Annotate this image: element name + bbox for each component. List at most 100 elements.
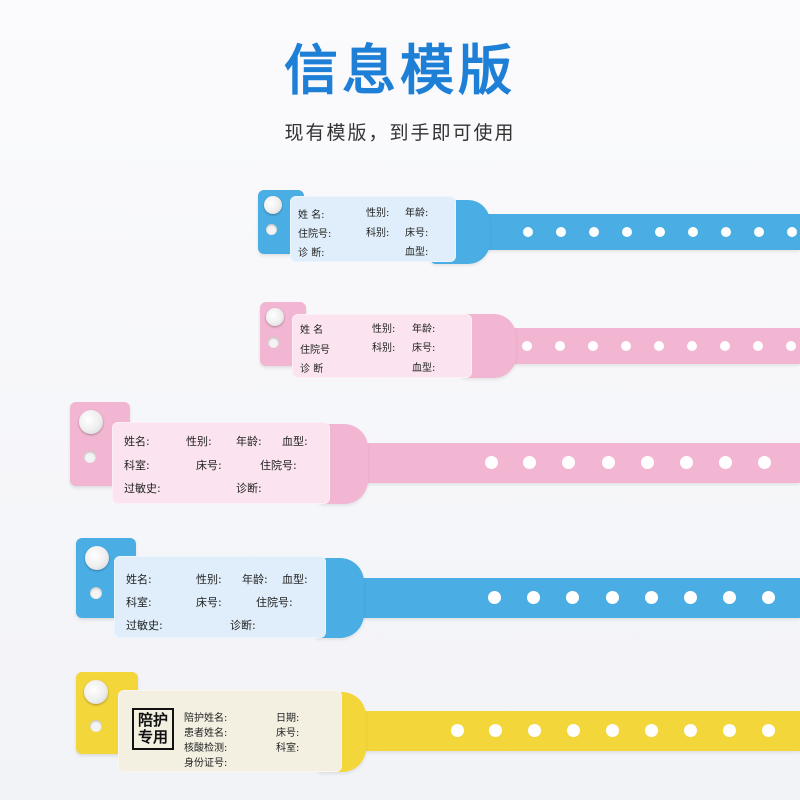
wristband-strap	[470, 328, 800, 364]
strap-hole	[485, 456, 498, 469]
strap-hole	[753, 341, 763, 351]
field-age: 年龄:	[405, 208, 429, 219]
strap-hole	[566, 591, 579, 604]
field-bed: 床号:	[196, 459, 222, 472]
strap-hole	[762, 591, 775, 604]
strap-hole	[641, 456, 654, 469]
strap-hole	[754, 227, 764, 237]
strap-hole	[786, 341, 796, 351]
field-blood: 血型:	[282, 435, 308, 448]
field-gender: 性别:	[366, 208, 390, 219]
strap-hole	[602, 456, 615, 469]
strap-hole	[684, 591, 697, 604]
strap-hole	[654, 341, 664, 351]
strap-hole	[451, 724, 464, 737]
field-allergy: 过敏史:	[124, 482, 161, 495]
field-name: 姓 名:	[298, 210, 325, 221]
field-dept: 科别:	[372, 343, 396, 354]
field-dept: 科室:	[276, 743, 300, 754]
clasp-rivet	[85, 546, 109, 570]
strap-hole	[688, 227, 698, 237]
strap-hole	[719, 456, 732, 469]
field-test: 核酸检测:	[184, 743, 228, 754]
strap-hole	[556, 227, 566, 237]
strap-hole	[523, 456, 536, 469]
strap-hole	[522, 341, 532, 351]
info-label	[118, 690, 342, 772]
info-label	[292, 314, 472, 378]
strap-hole	[488, 591, 501, 604]
strap-hole	[758, 456, 771, 469]
field-dept: 科室:	[126, 596, 152, 609]
strap-hole	[528, 724, 541, 737]
strap-hole	[655, 227, 665, 237]
field-bed: 床号:	[412, 343, 436, 354]
page-subtitle: 现有模版，到手即可使用	[284, 122, 516, 144]
field-blood: 血型:	[405, 247, 429, 258]
field-blood: 血型:	[282, 573, 308, 586]
strap-hole	[787, 227, 797, 237]
clasp-snap	[90, 720, 102, 732]
clasp-rivet	[79, 410, 103, 434]
strap-hole	[762, 724, 775, 737]
strap-hole	[622, 227, 632, 237]
strap-hole	[562, 456, 575, 469]
field-age: 年龄:	[412, 324, 436, 335]
strap-hole	[523, 227, 533, 237]
strap-hole	[555, 341, 565, 351]
field-date: 日期:	[276, 713, 300, 724]
field-name: 姓 名	[300, 325, 324, 336]
strap-hole	[567, 724, 580, 737]
escort-only-stamp: 陪护专用	[132, 708, 174, 750]
strap-hole	[589, 227, 599, 237]
field-age: 年龄:	[236, 435, 262, 448]
clasp-snap	[84, 451, 96, 463]
strap-hole	[588, 341, 598, 351]
page-title: 信息模版	[284, 39, 516, 102]
strap-hole	[606, 724, 619, 737]
clasp-rivet	[264, 196, 282, 214]
field-inpatient: 住院号:	[256, 596, 293, 609]
field-id-number: 身份证号:	[184, 758, 228, 769]
field-blood: 血型:	[412, 363, 436, 374]
field-bed: 床号:	[196, 596, 222, 609]
field-allergy: 过敏史:	[126, 619, 163, 632]
field-name: 姓名:	[126, 573, 152, 586]
strap-hole	[621, 341, 631, 351]
strap-hole	[645, 724, 658, 737]
field-bed: 床号:	[405, 228, 429, 239]
field-gender: 性别:	[196, 573, 222, 586]
clasp-snap	[266, 224, 277, 235]
strap-hole	[721, 227, 731, 237]
info-label	[290, 196, 456, 262]
field-dept: 科别:	[366, 228, 390, 239]
strap-hole	[680, 456, 693, 469]
strap-hole	[527, 591, 540, 604]
field-diagnosis: 诊 断	[300, 364, 324, 375]
escort-only-text: 陪护专用	[137, 711, 168, 747]
field-name: 姓名:	[124, 435, 150, 448]
strap-hole	[723, 724, 736, 737]
clasp-rivet	[266, 308, 284, 326]
clasp-snap	[268, 337, 279, 348]
field-dept: 科室:	[124, 459, 150, 472]
field-age: 年龄:	[242, 573, 268, 586]
strap-hole	[684, 724, 697, 737]
strap-hole	[687, 341, 697, 351]
field-diagnosis: 诊 断:	[298, 248, 325, 259]
field-patient-name: 患者姓名:	[184, 728, 228, 739]
info-label	[114, 556, 326, 638]
field-inpatient: 住院号:	[298, 229, 332, 240]
strap-hole	[723, 591, 736, 604]
field-inpatient: 住院号	[300, 345, 330, 356]
info-label	[112, 422, 330, 504]
strap-hole	[645, 591, 658, 604]
field-gender: 性别:	[372, 324, 396, 335]
clasp-snap	[90, 587, 102, 599]
strap-hole	[606, 591, 619, 604]
field-escort-name: 陪护姓名:	[184, 713, 228, 724]
strap-hole	[720, 341, 730, 351]
field-diagnosis: 诊断:	[236, 482, 262, 495]
field-gender: 性别:	[186, 435, 212, 448]
field-diagnosis: 诊断:	[230, 619, 256, 632]
